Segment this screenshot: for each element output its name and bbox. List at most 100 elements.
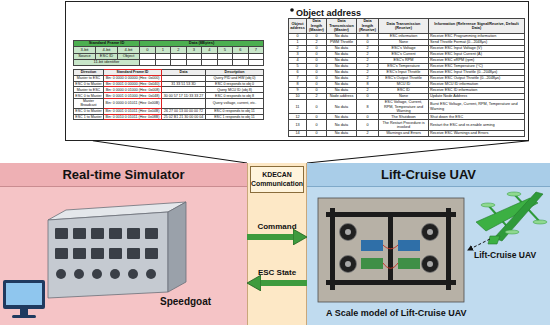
zoom-line (93, 141, 247, 163)
table-cell: 13 (289, 120, 307, 130)
speedgoat-device (48, 202, 186, 298)
scale-model-photo (422, 224, 439, 241)
scale-model-photo (330, 208, 335, 290)
table-cell: 14 (289, 130, 307, 136)
scale-model-photo (361, 258, 383, 269)
table-cell (186, 59, 202, 65)
speedgoat-device (127, 248, 140, 259)
speedgoat-device (128, 269, 138, 279)
speedgoat-device (91, 248, 104, 259)
table-cell: 11 (289, 99, 307, 114)
table-cell: 25 02 B1 21 30 00 00 04 (162, 114, 206, 120)
scale-model-photo (345, 261, 351, 267)
scale-model-photo (340, 224, 357, 241)
table-cell: Master Broadcast (74, 98, 104, 108)
data-table: DirectionStandard Frame IDDataDescriptio… (73, 69, 264, 120)
table-cell: 0 (307, 99, 327, 114)
scale-model-photo (446, 208, 451, 290)
speedgoat-device (48, 212, 168, 298)
table-header: Information (Reference Signal/Receive, D… (429, 19, 525, 34)
table-cell (233, 59, 249, 65)
edge-label: Command (257, 222, 296, 231)
scale-model-photo (318, 198, 464, 302)
table-cell: 0 (357, 120, 379, 130)
speedgoat-device (168, 202, 186, 292)
bullet-symbol (290, 8, 294, 12)
table-cell: 11-bit identifier (74, 59, 140, 65)
table-cell: The Restart Procedure is invoked (379, 120, 429, 130)
speedgoat-device (109, 228, 122, 239)
table-row: 110No data8ESC Voltage, Current, RPM, Te… (289, 99, 525, 114)
speedgoat-device (73, 228, 86, 239)
uav-illustration (476, 192, 547, 244)
computer-icon (3, 280, 45, 318)
speedgoat-device (74, 269, 84, 279)
table-cell (155, 59, 171, 65)
scale-model-photo (383, 245, 398, 249)
table-cell: Receive ESC Warnings and Errors (429, 130, 525, 136)
table-row: 11-bit identifier (74, 59, 264, 65)
data-table: Standard Frame IDData (8Bytes)3-bit4-bit… (73, 40, 264, 66)
scale-model-photo (398, 258, 420, 269)
edge-label: ESC State (258, 268, 296, 277)
zoom-panel: Object addressStandard Frame IDData (8By… (65, 1, 529, 141)
computer-icon (12, 315, 36, 318)
uav-illustration (488, 236, 500, 244)
region-title: Lift-Cruise UAV (307, 163, 550, 187)
table-header: Data Transmission (Master) (327, 19, 357, 34)
table-cell: 8 (357, 99, 379, 114)
uav-illustration (494, 192, 543, 241)
speedgoat-device (73, 248, 86, 259)
scale-model-photo (427, 229, 433, 235)
table-cell (202, 59, 218, 65)
table-cell (248, 59, 264, 65)
table-header: Data length (Receive) (357, 19, 379, 34)
data-table: Object addressData length (Master)Data T… (288, 18, 525, 137)
uav-illustration (481, 203, 495, 207)
table-header: Data Transmission (Receive) (379, 19, 429, 34)
scale-model-photo (345, 229, 351, 235)
speedgoat-device (145, 228, 158, 239)
scale-model-photo (318, 198, 464, 302)
uav-illustration (533, 220, 547, 224)
uav-illustration (507, 192, 521, 196)
table-cell: No data (327, 99, 357, 114)
speedgoat-device (145, 248, 158, 259)
computer-icon (6, 283, 42, 305)
table-cell: 2 (357, 130, 379, 136)
table-cell: ESC 1 responds to obj 11 (206, 114, 264, 120)
scale-model-photo (383, 263, 398, 268)
table-cell: Warnings and Errors (379, 130, 429, 136)
table-cell: Query voltage, current, etc. (206, 98, 264, 108)
photo-caption: A Scale model of Lift-Cruise UAV (326, 308, 467, 318)
table-cell: Restart the ESC and re-enable arming (429, 120, 525, 130)
table-cell (217, 59, 233, 65)
table-cell (162, 98, 206, 108)
speedgoat-device (91, 228, 104, 239)
table-row: Object addressData length (Master)Data T… (289, 19, 525, 34)
scale-model-photo (422, 256, 439, 273)
region-title: KDECAN Communication (250, 166, 304, 193)
pointer-arrow (468, 239, 490, 250)
table-row: ESC 1 to MasterBin: 0 0010 0 01011 (Hex:… (74, 114, 264, 120)
table-row: Master BroadcastBin: 0 0000 0 01011 (Hex… (74, 98, 264, 108)
table-row: 140No data2Warnings and ErrorsReceive ES… (289, 130, 525, 136)
computer-icon (3, 280, 45, 309)
speedgoat-device (127, 228, 140, 239)
command-arrow (247, 234, 293, 240)
speedgoat-device (55, 248, 68, 259)
speedgoat-device (109, 248, 122, 259)
zoom-line (307, 141, 529, 163)
table-cell: No data (327, 120, 357, 130)
scale-model-photo (361, 240, 383, 251)
speedgoat-device (110, 269, 120, 279)
table-cell (171, 59, 187, 65)
table-cell: Bin: 0 0000 0 01011 (Hex: 0x00B) (104, 98, 162, 108)
computer-icon (20, 309, 28, 315)
region-title: Real-time Simulator (0, 163, 247, 187)
panel-heading: Object address (296, 8, 361, 18)
speedgoat-device (56, 269, 66, 279)
communication-band: KDECAN Communication (247, 163, 307, 325)
speedgoat-device (146, 269, 156, 279)
